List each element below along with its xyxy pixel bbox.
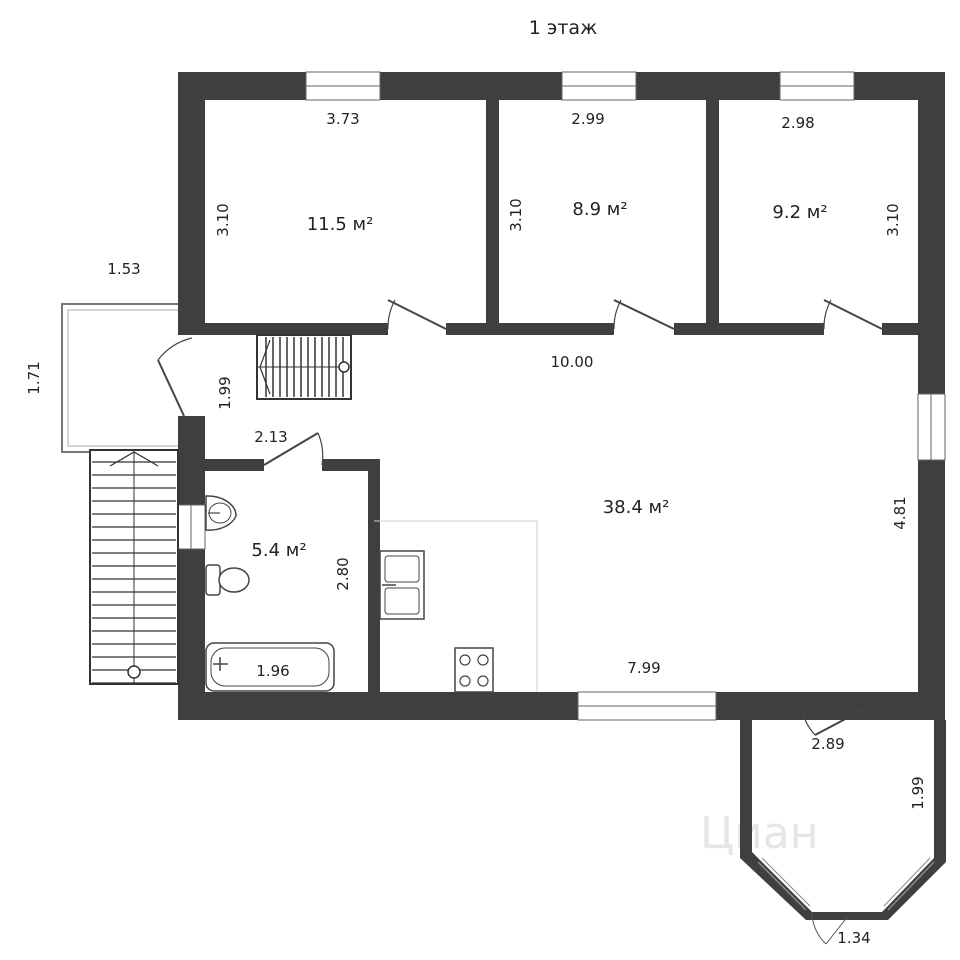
dim-bath-side: 2.80 (334, 557, 352, 590)
watermark-logo: Циан (700, 808, 819, 859)
dim-living-bottom: 7.99 (627, 659, 660, 677)
area-bathroom: 5.4 м² (251, 540, 306, 561)
kitchen (374, 520, 538, 693)
area-room-1: 11.5 м² (307, 214, 374, 235)
interior-stairs (256, 334, 352, 400)
dim-bath-top: 2.13 (254, 428, 287, 446)
dim-room2-height: 3.10 (507, 198, 525, 231)
dim-porch-width: 1.53 (107, 260, 140, 278)
dim-room1-height: 3.10 (214, 203, 232, 236)
dim-hall-length: 10.00 (551, 353, 594, 371)
washbasin-icon (205, 495, 237, 531)
area-room-3: 9.2 м² (772, 202, 827, 223)
floor-title: 1 этаж (529, 17, 597, 39)
porch (61, 303, 178, 453)
dim-bathtub-length: 1.96 (256, 662, 289, 680)
dim-room2-width: 2.99 (571, 110, 604, 128)
dim-porch-height: 1.71 (25, 361, 43, 394)
dim-bay-top: 2.89 (811, 735, 844, 753)
bathtub-icon (205, 642, 335, 692)
dim-room3-width: 2.98 (781, 114, 814, 132)
toilet-icon (205, 564, 250, 596)
bay-extension (740, 720, 946, 945)
dim-room1-width: 3.73 (326, 110, 359, 128)
walls (178, 72, 945, 720)
dim-living-height: 4.81 (891, 496, 909, 529)
dim-bay-side: 1.99 (909, 776, 927, 809)
dimension-labels: 3.73 3.10 2.99 3.10 2.98 3.10 1.53 1.71 … (25, 110, 927, 947)
dim-hall-height: 1.99 (216, 376, 234, 409)
area-labels: 11.5 м² 8.9 м² 9.2 м² 38.4 м² 5.4 м² (251, 199, 827, 561)
stove-icon (454, 647, 494, 693)
exterior-stairs (89, 449, 179, 685)
windows (177, 71, 946, 721)
bathroom-fixtures (205, 495, 335, 692)
dim-bay-bottom: 1.34 (837, 929, 870, 947)
doors (157, 299, 883, 736)
dim-room3-height: 3.10 (884, 203, 902, 236)
area-room-2: 8.9 м² (572, 199, 627, 220)
area-living-room: 38.4 м² (603, 497, 670, 518)
